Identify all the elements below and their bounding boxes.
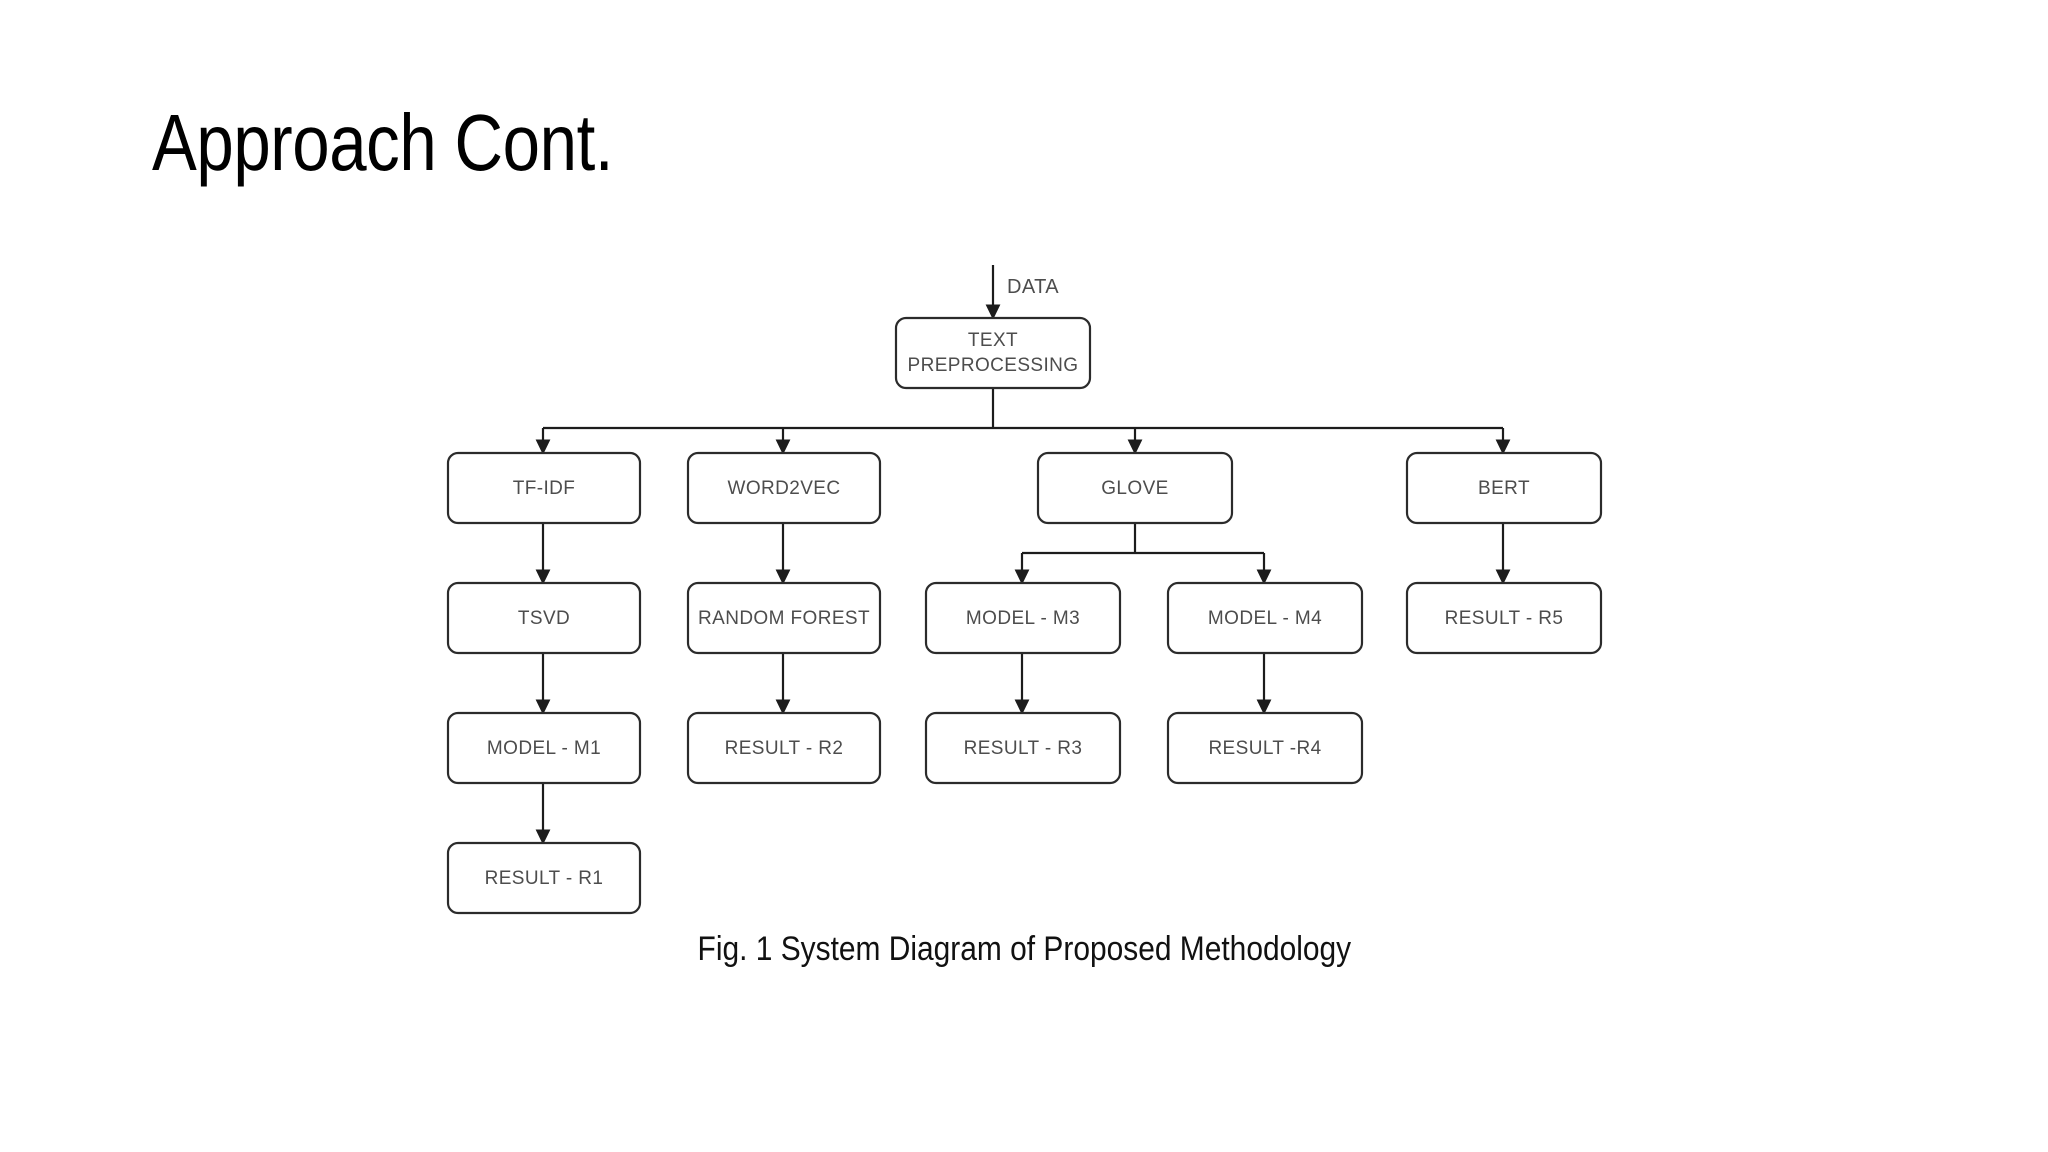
node-tfidf[interactable]: TF-IDF xyxy=(446,451,642,525)
figure-caption-text: Fig. 1 System Diagram of Proposed Method… xyxy=(697,930,1351,968)
page-title: Approach Cont. xyxy=(152,98,614,187)
node-box-result-r2[interactable] xyxy=(686,711,882,785)
node-result-r3[interactable]: RESULT - R3 xyxy=(924,711,1122,785)
node-label-result-r5: RESULT - R5 xyxy=(1445,608,1564,629)
node-result-r2[interactable]: RESULT - R2 xyxy=(686,711,882,785)
node-box-glove[interactable] xyxy=(1036,451,1234,525)
node-label-glove: GLOVE xyxy=(1101,478,1168,499)
node-box-tfidf[interactable] xyxy=(446,451,642,525)
node-box-result-r3[interactable] xyxy=(924,711,1122,785)
node-label-result-r3: RESULT - R3 xyxy=(964,738,1083,759)
node-label-bert: BERT xyxy=(1478,478,1530,499)
node-label-tfidf: TF-IDF xyxy=(513,478,576,499)
edge-group xyxy=(535,265,1511,845)
node-label-result-r1: RESULT - R1 xyxy=(485,868,604,889)
node-label-random-forest: RANDOM FOREST xyxy=(698,608,870,629)
node-label-model-m3: MODEL - M3 xyxy=(966,608,1080,629)
node-box-text-preprocessing[interactable] xyxy=(894,316,1092,390)
node-label-model-m1: MODEL - M1 xyxy=(487,738,601,759)
node-model-m4[interactable]: MODEL - M4 xyxy=(1166,581,1364,655)
figure-caption: Fig. 1 System Diagram of Proposed Method… xyxy=(0,930,2048,969)
node-model-m3[interactable]: MODEL - M3 xyxy=(924,581,1122,655)
node-box-word2vec[interactable] xyxy=(686,451,882,525)
node-box-bert[interactable] xyxy=(1405,451,1603,525)
node-box-result-r4[interactable] xyxy=(1166,711,1364,785)
node-label-tsvd: TSVD xyxy=(518,608,570,629)
flowchart-svg: DATA TEXT PREPROCESSING TF-IDF WORD2VEC … xyxy=(446,265,1603,915)
node-result-r5[interactable]: RESULT - R5 xyxy=(1405,581,1603,655)
node-glove[interactable]: GLOVE xyxy=(1036,451,1234,525)
node-box-tsvd[interactable] xyxy=(446,581,642,655)
node-word2vec[interactable]: WORD2VEC xyxy=(686,451,882,525)
node-box-random-forest[interactable] xyxy=(686,581,882,655)
node-result-r4[interactable]: RESULT -R4 xyxy=(1166,711,1364,785)
node-box-model-m3[interactable] xyxy=(924,581,1122,655)
node-label-text-preprocessing-line1: TEXT xyxy=(968,330,1018,351)
node-model-m1[interactable]: MODEL - M1 xyxy=(446,711,642,785)
node-label-word2vec: WORD2VEC xyxy=(728,478,841,499)
node-result-r1[interactable]: RESULT - R1 xyxy=(446,841,642,915)
node-label-result-r4: RESULT -R4 xyxy=(1208,738,1321,759)
node-box-result-r5[interactable] xyxy=(1405,581,1603,655)
node-box-model-m1[interactable] xyxy=(446,711,642,785)
node-box-result-r1[interactable] xyxy=(446,841,642,915)
node-label-model-m4: MODEL - M4 xyxy=(1208,608,1322,629)
node-text-preprocessing[interactable]: TEXT PREPROCESSING xyxy=(894,316,1092,390)
node-label-result-r2: RESULT - R2 xyxy=(725,738,844,759)
node-random-forest[interactable]: RANDOM FOREST xyxy=(686,581,882,655)
node-bert[interactable]: BERT xyxy=(1405,451,1603,525)
node-label-text-preprocessing-line2: PREPROCESSING xyxy=(908,355,1079,376)
node-box-model-m4[interactable] xyxy=(1166,581,1364,655)
system-diagram-figure: DATA TEXT PREPROCESSING TF-IDF WORD2VEC … xyxy=(0,240,2048,940)
edge-label-data: DATA xyxy=(1007,276,1059,298)
node-tsvd[interactable]: TSVD xyxy=(446,581,642,655)
